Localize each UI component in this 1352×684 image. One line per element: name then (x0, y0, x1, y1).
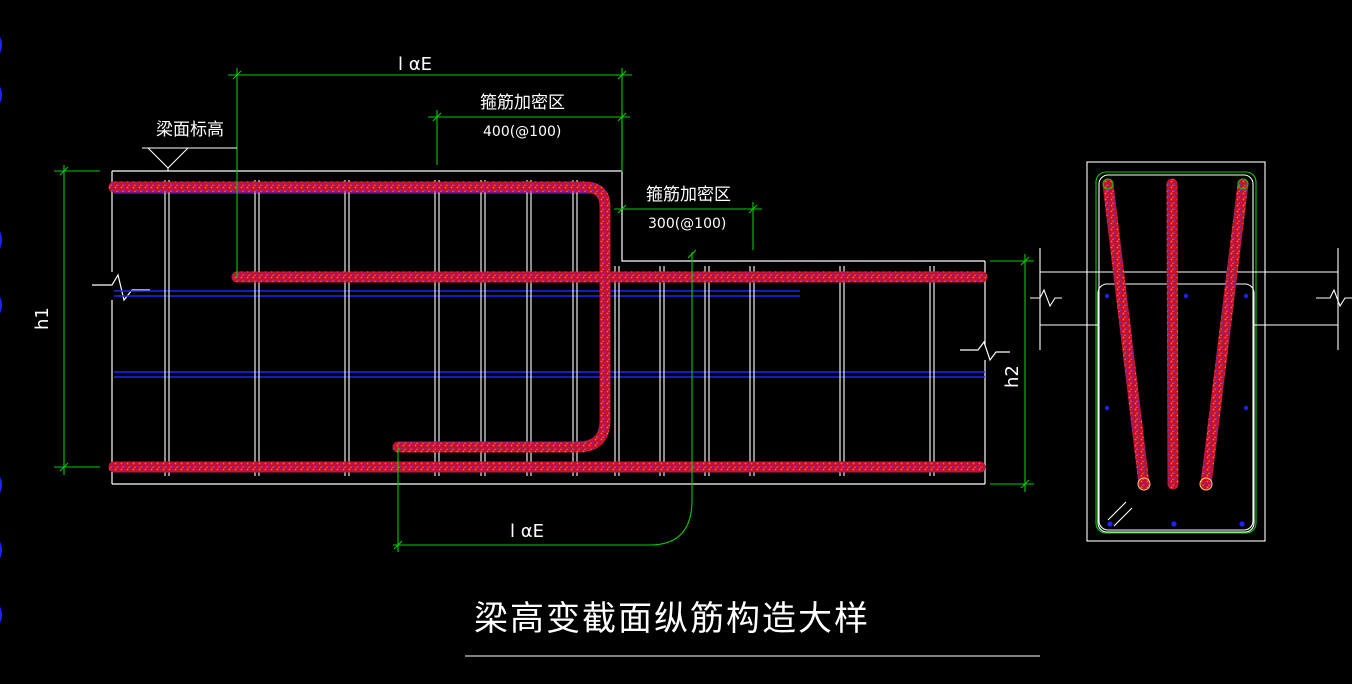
lae-bottom-label: l αE (510, 521, 544, 542)
top-rebar-bent (108, 181, 611, 453)
beam-top-elevation-label: 梁面标高 (156, 120, 224, 140)
break-line-icon (92, 273, 1010, 362)
lae-top-label: l αE (398, 54, 432, 75)
h1-label: h1 (32, 307, 53, 330)
stirrup-zone-2-value: 300(@100) (648, 216, 726, 232)
stirrup-zone-2-label: 箍筋加密区 (646, 185, 731, 205)
stirrup-zone-1-label: 箍筋加密区 (480, 93, 565, 113)
distribution-bars (114, 192, 985, 471)
left-edge-markers (0, 36, 2, 624)
beam-outline (111, 170, 986, 485)
drawing-title: 梁高变截面纵筋构造大样 (474, 599, 870, 639)
longitudinal-rebars (108, 181, 988, 473)
cross-section (1030, 161, 1352, 542)
triangle-elevation-icon (142, 147, 237, 171)
stirrup-group (164, 180, 935, 476)
h2-label: h2 (1002, 365, 1023, 388)
dimension-lines (54, 68, 1034, 552)
stirrup-zone-1-value: 400(@100) (483, 124, 561, 140)
